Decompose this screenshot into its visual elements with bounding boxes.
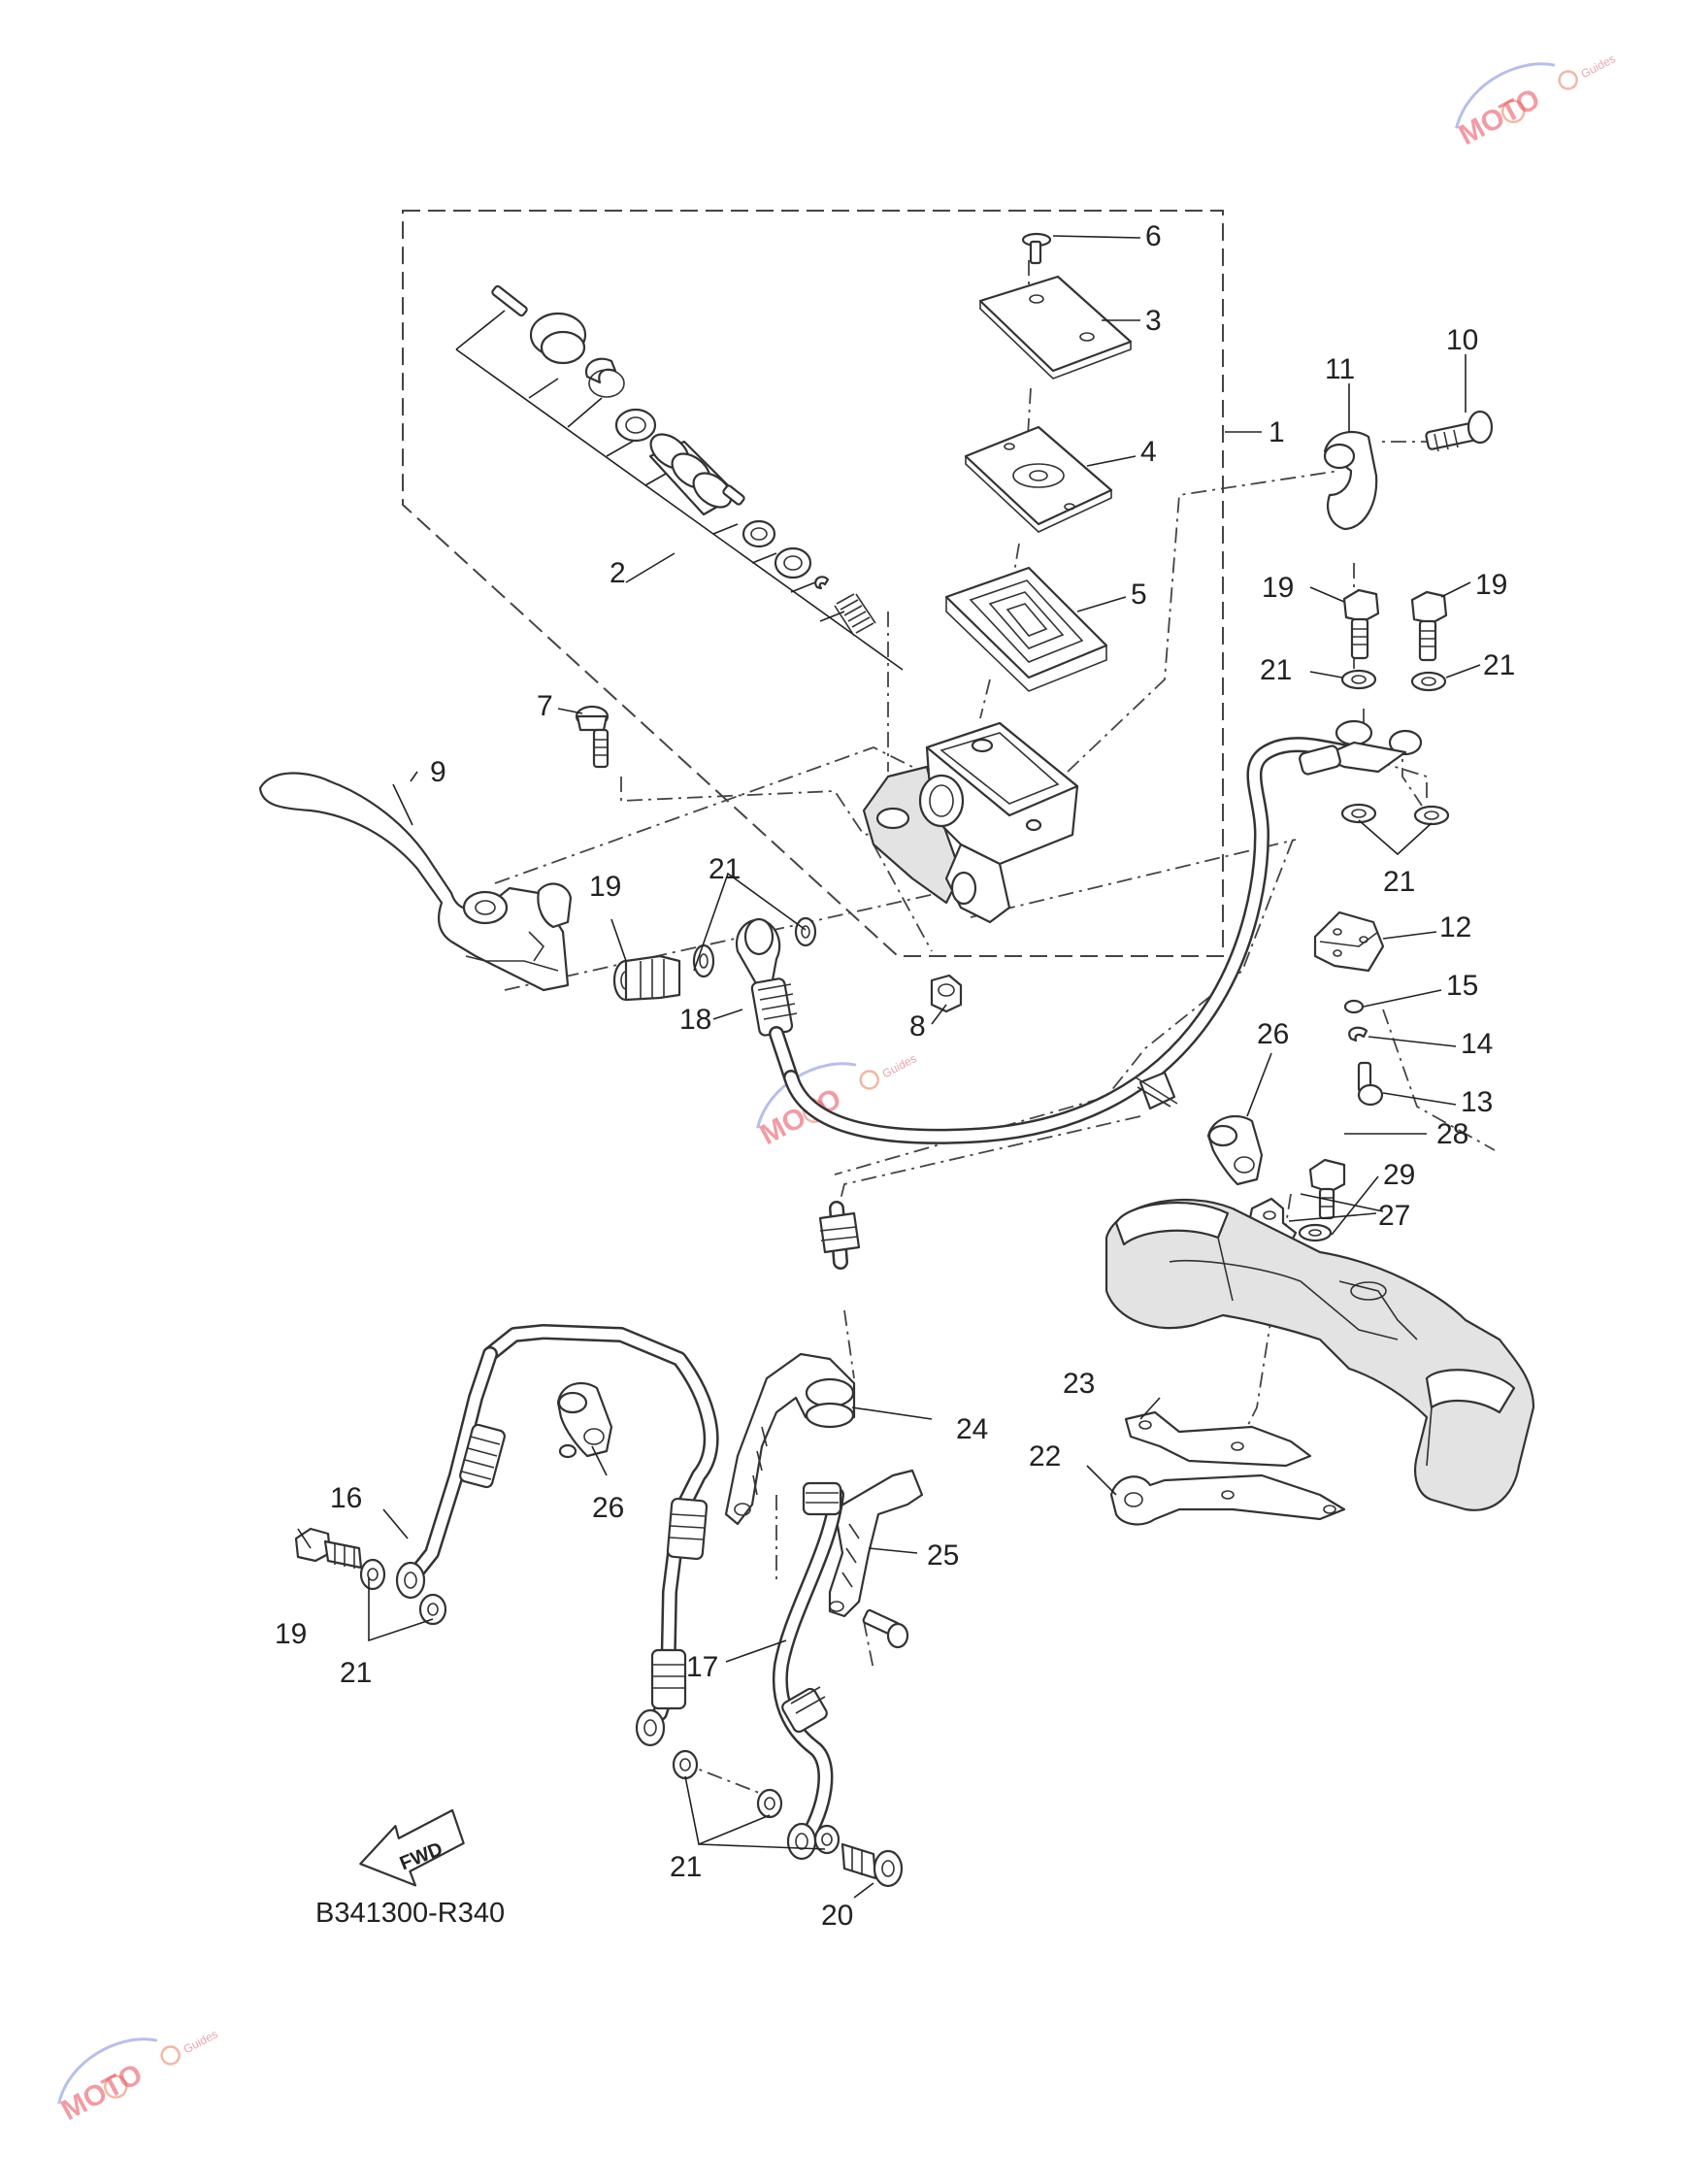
callout-22: 22 [1029,1440,1061,1473]
callout-19-top-left: 19 [1262,572,1294,604]
master-cylinder-body [862,721,1079,924]
callout-21-right: 21 [1383,866,1415,898]
part-11-lever-clamp [1323,430,1378,531]
watermark-sub-text: Guides [880,1051,919,1080]
callout-24: 24 [956,1413,988,1445]
part-3-reservoir-cap [978,275,1133,380]
callout-9: 9 [430,756,446,788]
callout-1: 1 [1269,416,1285,448]
callout-21-bottom-left: 21 [340,1657,372,1689]
part-26-hose-clip-lower [556,1381,613,1459]
callout-2: 2 [610,557,626,589]
callout-19-top-right: 19 [1475,569,1507,601]
part-2-piston-kit [455,284,904,671]
part-18-banjo-hose-fitting [735,917,799,1085]
part-23-plate [1124,1410,1312,1468]
part-6-screw [1021,232,1052,265]
watermark-sub-text: Guides [181,2027,220,2056]
lower-triple-clamp [1104,1198,1535,1511]
callout-19-bottom: 19 [275,1618,307,1650]
part-17-brake-hose-right [772,1481,844,1861]
callout-27: 27 [1378,1200,1410,1232]
callout-28: 28 [1436,1118,1468,1150]
part-9-brake-lever [258,772,573,992]
callout-12: 12 [1439,911,1471,943]
part-19-banjo-bolt-upper [612,954,681,1002]
part-4-diaphragm-plate [964,425,1113,533]
part-20-banjo-bolt-lower [840,1842,904,1888]
part-25-hose-bracket [828,1469,924,1649]
callout-21-top-left: 21 [1260,654,1292,686]
callout-7: 7 [537,690,553,722]
callout-20: 20 [821,1900,853,1932]
callout-17: 17 [686,1651,718,1683]
part-16-brake-hose-left [395,1324,719,1747]
watermark-brand-text: MOTO [1454,83,1545,151]
watermark-top-right: MOTO Guides [1454,51,1618,151]
master-cylinder-assembly-outline [402,210,1224,957]
part-24-hose-holder [724,1352,856,1526]
callout-leaders [297,235,1481,1899]
part-13-screw [1357,1061,1384,1107]
part-7-pivot-bolt [575,705,610,769]
callout-25: 25 [927,1539,959,1572]
watermark-brand-text: MOTO [56,2058,148,2127]
callout-21-top-right: 21 [1483,649,1515,681]
part-15-washer [1343,999,1365,1014]
part-28-bolt [1308,1158,1346,1220]
part-10-clamp-bolt [1425,410,1494,452]
upper-brake-hose [783,737,1357,1144]
callout-15: 15 [1446,970,1478,1002]
part-22-hose-guide [1109,1473,1346,1526]
part-21-washers-lower-middle [672,1749,840,1855]
callout-4: 4 [1140,436,1157,468]
banjo-fitting-right [1299,719,1423,776]
diagram-code: B341300-R340 [315,1898,505,1929]
part-19-banjo-bolt-lower-left [294,1527,363,1570]
watermark-sub-text: Guides [1579,51,1618,81]
middle-hose-section [818,1201,861,1270]
forward-direction-arrow: FWD [359,1808,465,1887]
part-21-washers-upper [692,916,817,978]
part-8-nut [930,974,963,1013]
part-19-bolt-right-b [1410,590,1448,662]
watermark-bottom-left: MOTO Guides [56,2027,220,2127]
callout-5: 5 [1131,579,1147,611]
callout-10: 10 [1446,324,1478,356]
callout-19-middle: 19 [589,871,621,903]
part-26-hose-clip-upper [1206,1114,1264,1186]
part-5-diaphragm [944,566,1108,692]
part-21-washers-lower-left [359,1558,447,1626]
callout-18: 18 [679,1004,711,1036]
callout-11: 11 [1325,353,1355,385]
callout-16: 16 [330,1482,362,1514]
callout-23: 23 [1063,1368,1095,1400]
callout-14: 14 [1461,1028,1493,1060]
callout-numbers: 1 2 3 4 5 6 7 8 9 10 11 12 13 14 15 16 1… [275,220,1515,1932]
part-19-bolt-right-a [1342,588,1380,660]
part-12-brake-switch [1313,910,1385,973]
callout-8: 8 [909,1010,926,1042]
part-29-washer [1298,1223,1333,1242]
callout-29: 29 [1383,1159,1415,1191]
part-21-washers-right [1340,669,1450,826]
callout-26-upper: 26 [1257,1018,1289,1050]
callout-6: 6 [1145,220,1162,252]
callout-3: 3 [1145,305,1162,337]
callout-13: 13 [1461,1086,1493,1118]
callout-21-bottom-middle: 21 [670,1851,702,1883]
part-14-lock-washer [1348,1026,1368,1042]
callout-26-lower: 26 [592,1492,624,1524]
callout-21-middle: 21 [709,853,741,885]
